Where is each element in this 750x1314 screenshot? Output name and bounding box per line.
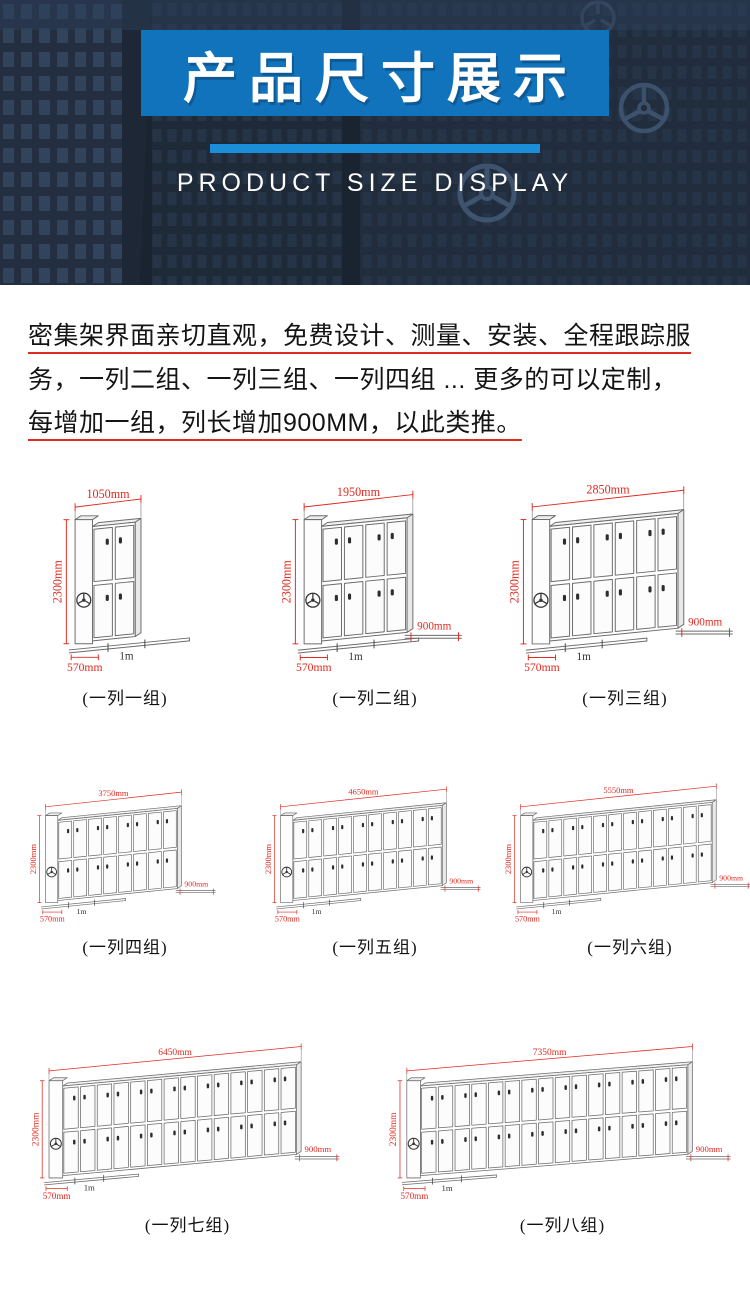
diagram-cell-3: 900mm 2850mm 2300mm 570mm 1m (一列三组): [500, 470, 750, 709]
svg-text:570mm: 570mm: [296, 661, 332, 674]
svg-text:2300mm: 2300mm: [263, 843, 273, 874]
shelf-drawing-2-groups: 900mm 1950mm 2300mm 570mm 1m: [280, 484, 462, 674]
svg-text:2300mm: 2300mm: [31, 1111, 41, 1145]
title-underline-bar: [210, 144, 540, 153]
svg-text:1950mm: 1950mm: [337, 484, 381, 498]
diagram-caption: (一列六组): [587, 937, 673, 957]
svg-text:900mm: 900mm: [719, 873, 743, 882]
svg-text:1m: 1m: [552, 906, 562, 915]
hero-banner: 产品尺寸展示 PRODUCT SIZE DISPLAY: [0, 0, 750, 285]
svg-text:900mm: 900mm: [184, 879, 208, 888]
svg-text:2300mm: 2300mm: [28, 843, 38, 874]
diagram-caption: (一列一组): [82, 688, 168, 708]
shelf-drawing-5-groups: 900mm 4650mm 2300mm 570mm 1m: [263, 785, 481, 923]
svg-text:1050mm: 1050mm: [87, 487, 131, 501]
svg-text:900mm: 900mm: [689, 616, 723, 628]
diagram-cell-8: 900mm 7350mm 2300mm 570mm 1m (一列八组): [375, 1042, 750, 1236]
svg-text:570mm: 570mm: [525, 661, 561, 674]
page-subtitle-en: PRODUCT SIZE DISPLAY: [176, 169, 574, 197]
svg-text:3750mm: 3750mm: [98, 788, 129, 798]
svg-text:570mm: 570mm: [42, 1191, 70, 1201]
intro-line-3: 每增加一组，列长增加900MM，以此类推。: [28, 409, 522, 437]
wheel-logo-icon: [457, 163, 517, 223]
svg-text:4650mm: 4650mm: [348, 786, 379, 796]
svg-text:900mm: 900mm: [417, 620, 451, 632]
svg-text:570mm: 570mm: [40, 914, 66, 923]
svg-text:7350mm: 7350mm: [533, 1047, 567, 1057]
shelf-drawing-7-groups: 900mm 6450mm 2300mm 570mm 1m: [31, 1043, 340, 1201]
diagram-row-2: 900mm 3750mm 2300mm 570mm 1m (一列四组) 900mm 465…: [0, 781, 750, 958]
diagram-caption: (一列七组): [144, 1215, 231, 1235]
diagram-caption: (一列三组): [582, 688, 668, 708]
diagram-cell-5: 900mm 4650mm 2300mm 570mm 1m (一列五组): [250, 781, 500, 958]
svg-text:900mm: 900mm: [449, 876, 473, 885]
svg-text:2300mm: 2300mm: [280, 559, 294, 603]
svg-text:1m: 1m: [577, 650, 592, 662]
svg-text:570mm: 570mm: [515, 914, 541, 923]
diagram-caption: (一列四组): [82, 937, 168, 957]
svg-text:2300mm: 2300mm: [508, 559, 522, 603]
diagram-cell-6: 900mm 5550mm 2300mm 570mm 1m (一列六组): [500, 781, 750, 958]
svg-text:900mm: 900mm: [304, 1144, 331, 1154]
svg-text:1m: 1m: [83, 1182, 94, 1192]
svg-text:1m: 1m: [312, 906, 322, 915]
diagram-row-3: 900mm 6450mm 2300mm 570mm 1m (一列七组) 900mm 735…: [0, 1042, 750, 1236]
diagram-cell-2: 900mm 1950mm 2300mm 570mm 1m (一列二组): [250, 470, 500, 709]
svg-text:570mm: 570mm: [400, 1191, 428, 1201]
intro-line-2: 务，一列二组、一列三组、一列四组 ... 更多的可以定制，: [28, 365, 678, 394]
shelf-drawing-6-groups: 900mm 5550mm 2300mm 570mm 1m: [503, 782, 750, 923]
wheel-logo-icon: [618, 82, 670, 134]
svg-text:1m: 1m: [120, 650, 135, 662]
diagram-caption: (一列二组): [332, 688, 418, 708]
diagram-cell-4: 900mm 3750mm 2300mm 570mm 1m (一列四组): [0, 781, 250, 958]
title-box: 产品尺寸展示: [141, 30, 609, 116]
shelf-drawing-8-groups: 900mm 7350mm 2300mm 570mm 1m: [389, 1043, 731, 1201]
svg-text:2300mm: 2300mm: [51, 559, 65, 603]
svg-text:1m: 1m: [77, 906, 87, 915]
shelf-drawing-4-groups: 900mm 3750mm 2300mm 570mm 1m: [28, 788, 216, 923]
svg-text:2300mm: 2300mm: [389, 1111, 399, 1145]
svg-text:900mm: 900mm: [696, 1144, 723, 1154]
svg-text:6450mm: 6450mm: [158, 1047, 192, 1057]
svg-text:570mm: 570mm: [275, 914, 301, 923]
intro-line-1: 密集架界面亲切直观，免费设计、测量、安装、全程跟踪服: [28, 322, 692, 350]
diagram-caption: (一列五组): [332, 937, 418, 957]
shelf-drawing-1-group: 1050mm 2300mm 570mm 1m: [51, 487, 191, 673]
svg-text:5550mm: 5550mm: [603, 785, 634, 795]
intro-text: 密集架界面亲切直观，免费设计、测量、安装、全程跟踪服 务，一列二组、一列三组、一…: [0, 285, 750, 450]
svg-text:570mm: 570mm: [68, 660, 103, 673]
diagram-row-1: 1050mm 2300mm 570mm 1m (一列一组) 900mm 1950mm 23…: [0, 470, 750, 709]
diagram-caption: (一列八组): [519, 1215, 606, 1235]
svg-text:2300mm: 2300mm: [503, 843, 513, 874]
svg-text:2850mm: 2850mm: [587, 482, 631, 496]
svg-text:1m: 1m: [348, 650, 363, 662]
size-diagrams-grid: 1050mm 2300mm 570mm 1m (一列一组) 900mm 1950mm 23…: [0, 450, 750, 1314]
diagram-cell-7: 900mm 6450mm 2300mm 570mm 1m (一列七组): [0, 1042, 375, 1236]
diagram-cell-1: 1050mm 2300mm 570mm 1m (一列一组): [0, 470, 250, 709]
page-title: 产品尺寸展示: [183, 48, 579, 109]
svg-text:1m: 1m: [441, 1183, 452, 1193]
shelf-drawing-3-groups: 900mm 2850mm 2300mm 570mm 1m: [508, 482, 734, 674]
